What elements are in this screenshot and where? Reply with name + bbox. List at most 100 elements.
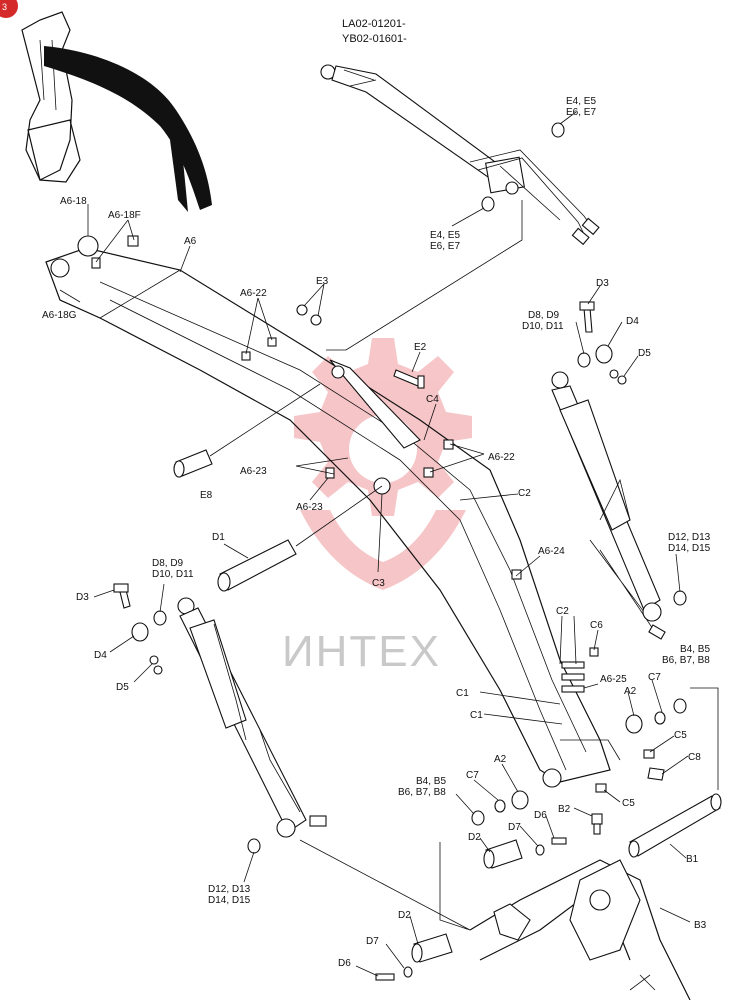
pipe-clamp-c2 [561, 661, 585, 693]
label-d8-left-line2: D10, D11 [152, 569, 194, 580]
label-c6: C6 [590, 620, 603, 631]
washer-b4-right [673, 698, 687, 714]
label-d6-mid: D6 [534, 810, 547, 821]
label-b4-right-line2: B6, B7, B8 [662, 655, 710, 666]
label-a6: A6 [184, 236, 197, 247]
leader-d1 [295, 485, 383, 547]
collar-d4-right [595, 344, 613, 364]
label-c1-b: C1 [470, 710, 483, 721]
label-a6-18: A6-18 [60, 196, 87, 207]
label-e2: E2 [414, 342, 427, 353]
label-d4-right: D4 [626, 316, 639, 327]
label-d7-low: D7 [366, 936, 379, 947]
bolt-d6-low [375, 973, 395, 981]
watermark-text: ИНТЕХ [282, 627, 441, 676]
seal-c7-right [654, 711, 666, 725]
label-b4-right-line1: B4, B5 [680, 644, 710, 655]
label-d2-low: D2 [398, 910, 411, 921]
label-e3: E3 [316, 276, 329, 287]
clip-a6-24 [511, 569, 522, 580]
clip-a6-22-b [267, 337, 277, 347]
bolt-e2 [393, 369, 425, 389]
clip-a6-18f [91, 257, 101, 269]
label-a6-22-top: A6-22 [240, 288, 267, 299]
label-d4-left: D4 [94, 650, 107, 661]
label-d6-low: D6 [338, 958, 351, 969]
watermark-gear-icon [294, 338, 472, 590]
label-b4-left-line1: B4, B5 [416, 776, 446, 787]
bolt-d6-mid [551, 837, 567, 845]
label-d2-mid: D2 [468, 832, 481, 843]
leader-e8 [209, 383, 321, 457]
label-a6-23-b: A6-23 [296, 502, 323, 513]
washer-d12-right [673, 590, 687, 606]
label-c7-right: C7 [648, 672, 661, 683]
label-c5-a: C5 [674, 730, 687, 741]
label-c2-lower: C2 [556, 606, 569, 617]
boom-cylinder-left [177, 597, 327, 838]
pin-e8 [173, 449, 213, 478]
label-d8-right-line1: D8, D9 [528, 310, 560, 321]
leader-cylinder-pin [326, 200, 523, 351]
label-c5-b: C5 [622, 798, 635, 809]
boom [45, 235, 621, 788]
leader-b4 [690, 687, 719, 790]
label-c1-a: C1 [456, 688, 469, 699]
bolt-b2 [591, 813, 603, 835]
bushing-a2-right [625, 714, 643, 734]
grease-fitting-c8 [647, 767, 665, 781]
label-d3-right: D3 [596, 278, 609, 289]
washer-e4-top [551, 122, 565, 138]
grease-fitting-c5-b [595, 783, 607, 793]
label-a6-22-right: A6-22 [488, 452, 515, 463]
nut-e3 [296, 304, 322, 326]
base-frame [299, 839, 691, 1000]
label-d12-right-line2: D14, D15 [668, 543, 711, 554]
label-a6-23-a: A6-23 [240, 466, 267, 477]
label-a6-18g: A6-18G [42, 310, 77, 321]
bolt-d3-right [579, 301, 595, 333]
label-a6-18f: A6-18F [108, 210, 141, 221]
label-d7-mid: D7 [508, 822, 521, 833]
pin-d2-mid [483, 839, 523, 869]
label-a2-right: A2 [624, 686, 637, 697]
washer-d8-left [153, 610, 167, 626]
label-b1: B1 [686, 854, 699, 865]
label-d12-left-line1: D12, D13 [208, 884, 251, 895]
grease-fitting-c5-a [643, 749, 655, 759]
label-e4-mid-line2: E6, E7 [430, 241, 460, 252]
page-badge: 3 [0, 0, 18, 18]
label-c3: C3 [372, 578, 385, 589]
label-c7-left: C7 [466, 770, 479, 781]
serial-line-2: YB02-01601- [342, 33, 407, 45]
excavator-inset-icon [21, 11, 212, 212]
nut-d5-left [149, 655, 163, 675]
label-d3-left: D3 [76, 592, 89, 603]
arm-cylinder [320, 64, 600, 246]
clip-a6-22-a [241, 351, 251, 361]
label-a2-left: A2 [494, 754, 507, 765]
label-d1: D1 [212, 532, 225, 543]
label-c8: C8 [688, 752, 701, 763]
bushing-a2-left [511, 790, 529, 810]
label-d5-left: D5 [116, 682, 129, 693]
label-e4-top-line2: E6, E7 [566, 107, 596, 118]
label-b2: B2 [558, 804, 571, 815]
label-e8: E8 [200, 490, 213, 501]
label-d8-left-line1: D8, D9 [152, 558, 184, 569]
washer-d7-mid [535, 844, 545, 856]
label-a6-25: A6-25 [600, 674, 627, 685]
nut-d5-right [609, 369, 627, 385]
pin-d1 [217, 539, 297, 592]
label-c4: C4 [426, 394, 439, 405]
washer-d12-left [247, 838, 261, 854]
boom-cylinder-right [551, 371, 666, 640]
label-a6-24: A6-24 [538, 546, 565, 557]
label-b3: B3 [694, 920, 707, 931]
clip-a6-22-d [423, 467, 434, 478]
part-labels: A6-18 A6-18F A6 A6-18G A6-22 E3 E2 C4 A6… [42, 196, 707, 969]
seal-c7-left [494, 799, 506, 813]
serial-line-1: LA02-01201- [342, 18, 406, 30]
